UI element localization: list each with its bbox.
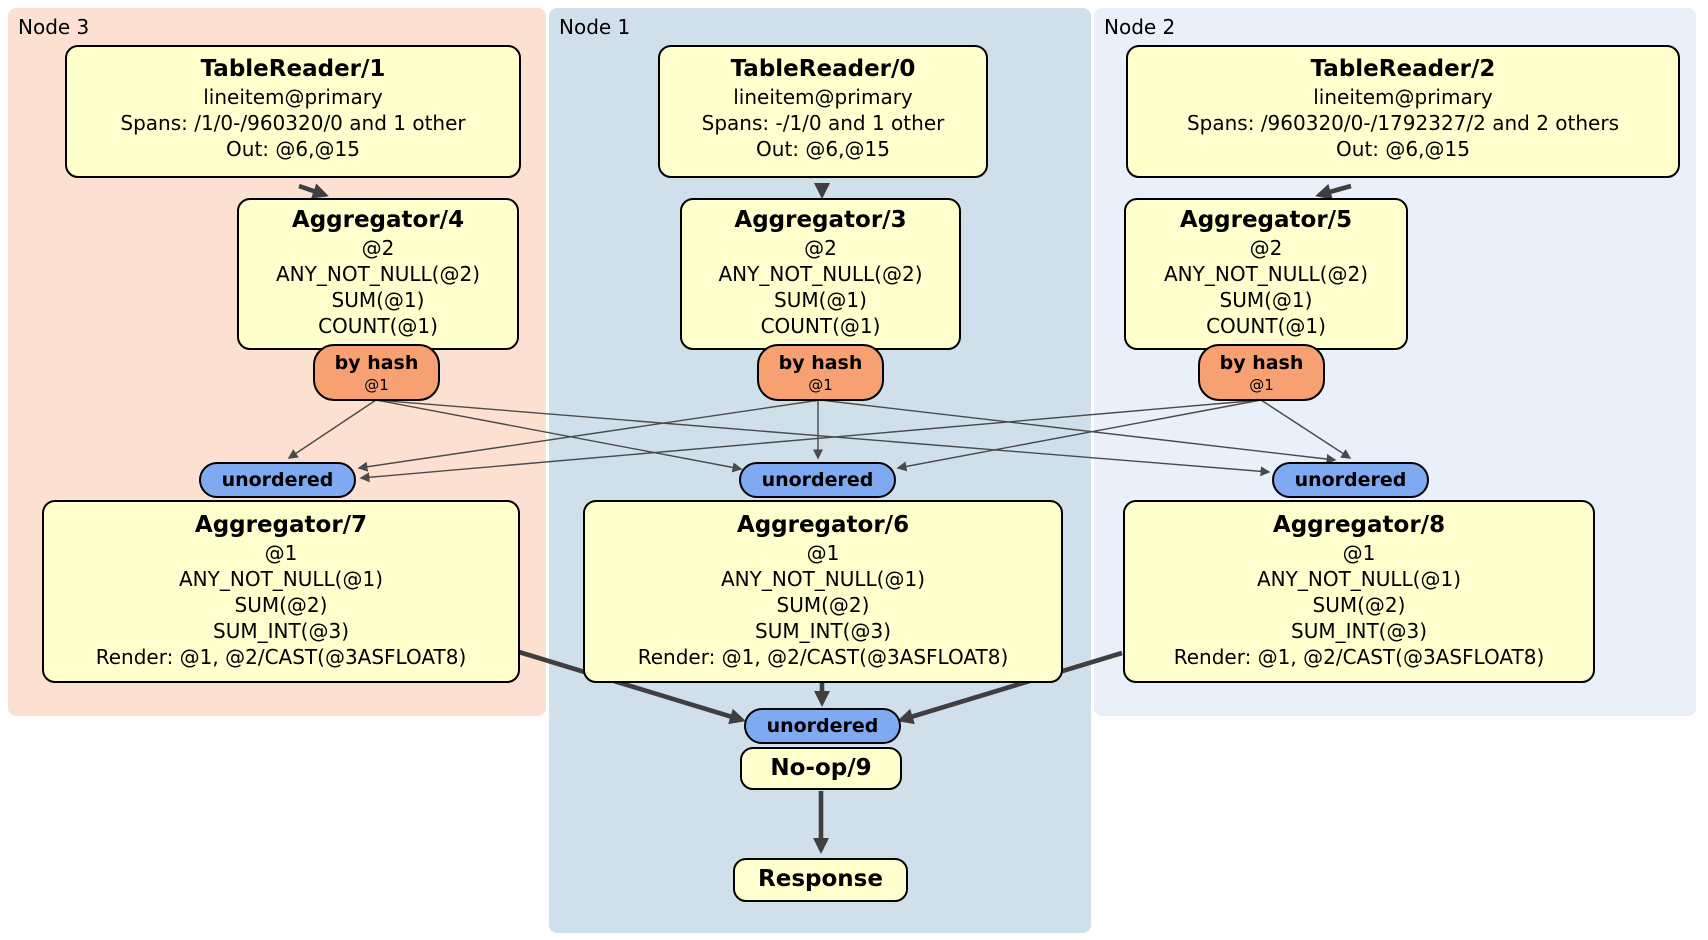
processor-title: Response (758, 866, 883, 892)
processor-detail: ANY_NOT_NULL(@2) (1164, 262, 1368, 286)
processor-detail: SUM(@1) (331, 288, 425, 312)
edge-hash5-to-unordered6 (896, 399, 1262, 472)
processor-aggregator-8: Aggregator/8 @1 ANY_NOT_NULL(@1) SUM(@2)… (1123, 500, 1595, 683)
processor-detail: COUNT(@1) (760, 314, 881, 338)
processor-detail: Out: @6,@15 (1336, 137, 1470, 161)
processor-tablereader-0: TableReader/0 lineitem@primary Spans: -/… (658, 45, 988, 178)
hash-stream-edges (287, 399, 1352, 483)
region-node2-label: Node 2 (1104, 15, 1176, 39)
processor-noop-9: No-op/9 (740, 747, 902, 790)
processor-aggregator-6: Aggregator/6 @1 ANY_NOT_NULL(@1) SUM(@2)… (583, 500, 1063, 683)
region-node1-label: Node 1 (559, 15, 631, 39)
processor-detail: lineitem@primary (733, 85, 913, 109)
router-by-hash-3: by hash @1 (757, 344, 884, 401)
router-detail: @1 (364, 376, 389, 394)
processor-title: Aggregator/7 (194, 512, 368, 538)
edge-hash5-to-unordered8 (1260, 399, 1352, 459)
edge-tr1-to-agg4 (298, 183, 329, 199)
processor-title: Aggregator/8 (1272, 512, 1446, 538)
processor-detail: @2 (804, 236, 837, 260)
processor-tablereader-2: TableReader/2 lineitem@primary Spans: /9… (1126, 45, 1680, 178)
router-detail: @1 (1249, 376, 1274, 394)
processor-detail: Spans: /960320/0-/1792327/2 and 2 others (1186, 111, 1619, 135)
stream-unordered-8: unordered (1272, 462, 1429, 498)
stream-unordered-6: unordered (739, 462, 896, 498)
processor-detail: SUM_INT(@3) (213, 619, 349, 643)
processor-aggregator-5: Aggregator/5 @2 ANY_NOT_NULL(@2) SUM(@1)… (1124, 198, 1408, 350)
processor-detail: SUM(@2) (776, 593, 870, 617)
processor-detail: @2 (361, 236, 395, 260)
edge-hash4-to-unordered6 (375, 399, 743, 473)
processor-title: TableReader/0 (730, 56, 916, 82)
processor-detail: @1 (1342, 541, 1376, 565)
processor-detail: SUM(@1) (774, 288, 867, 312)
router-label: by hash (1219, 352, 1304, 374)
processor-detail: COUNT(@1) (1206, 314, 1326, 338)
processor-aggregator-4: Aggregator/4 @2 ANY_NOT_NULL(@2) SUM(@1)… (237, 198, 519, 350)
processor-detail: ANY_NOT_NULL(@1) (1257, 567, 1461, 591)
processor-title: No-op/9 (770, 755, 872, 781)
processor-response: Response (733, 858, 908, 902)
stream-unordered-7: unordered (199, 462, 356, 498)
processor-detail: lineitem@primary (1313, 85, 1493, 109)
processor-aggregator-3: Aggregator/3 @2 ANY_NOT_NULL(@2) SUM(@1)… (680, 198, 961, 350)
processor-detail: Out: @6,@15 (756, 137, 890, 161)
processor-detail: SUM_INT(@3) (755, 619, 891, 643)
router-detail: @1 (808, 376, 833, 394)
processor-detail: Render: @1, @2/CAST(@3ASFLOAT8) (95, 645, 467, 669)
processor-detail: @1 (264, 541, 298, 565)
processor-title: TableReader/2 (1310, 56, 1496, 82)
router-by-hash-4: by hash @1 (313, 344, 440, 401)
processor-tablereader-1: TableReader/1 lineitem@primary Spans: /1… (65, 45, 521, 178)
processor-detail: SUM(@2) (1312, 593, 1406, 617)
processor-detail: ANY_NOT_NULL(@1) (179, 567, 383, 591)
processor-title: Aggregator/4 (291, 207, 465, 233)
processor-detail: @2 (1249, 236, 1283, 260)
edge-hash3-to-unordered7 (357, 399, 821, 472)
region-node3-label: Node 3 (18, 15, 90, 39)
processor-detail: SUM(@2) (234, 593, 328, 617)
processor-detail: ANY_NOT_NULL(@2) (276, 262, 480, 286)
processor-detail: Render: @1, @2/CAST(@3ASFLOAT8) (1173, 645, 1545, 669)
processor-detail: Render: @1, @2/CAST(@3ASFLOAT8) (637, 645, 1009, 669)
processor-detail: lineitem@primary (203, 85, 383, 109)
processor-title: Aggregator/3 (734, 207, 907, 233)
processor-aggregator-7: Aggregator/7 @1 ANY_NOT_NULL(@1) SUM(@2)… (42, 500, 520, 683)
flow-edges (298, 183, 1352, 854)
processor-title: Aggregator/6 (736, 512, 910, 538)
edge-hash5-to-unordered7 (359, 399, 1262, 483)
router-label: by hash (778, 352, 863, 374)
processor-detail: SUM(@1) (1219, 288, 1313, 312)
processor-detail: ANY_NOT_NULL(@1) (721, 567, 925, 591)
edge-tr2-to-agg5 (1315, 183, 1352, 200)
edge-hash4-to-unordered7 (287, 399, 377, 459)
stream-unordered-9: unordered (744, 708, 901, 744)
edge-agg7-to-unordered9 (518, 649, 746, 725)
edge-hash4-to-unordered8 (375, 399, 1271, 477)
processor-detail: Spans: -/1/0 and 1 other (701, 111, 945, 135)
processor-detail: COUNT(@1) (318, 314, 438, 338)
processor-detail: @1 (806, 541, 840, 565)
processor-detail: Spans: /1/0-/960320/0 and 1 other (120, 111, 466, 135)
edge-hash3-to-unordered8 (819, 399, 1337, 464)
processor-detail: ANY_NOT_NULL(@2) (718, 262, 923, 286)
router-label: by hash (334, 352, 419, 374)
router-by-hash-5: by hash @1 (1198, 344, 1325, 401)
processor-title: TableReader/1 (200, 56, 386, 82)
processor-title: Aggregator/5 (1179, 207, 1353, 233)
processor-detail: SUM_INT(@3) (1291, 619, 1427, 643)
processor-detail: Out: @6,@15 (226, 137, 360, 161)
edge-agg8-to-unordered9 (897, 650, 1123, 725)
